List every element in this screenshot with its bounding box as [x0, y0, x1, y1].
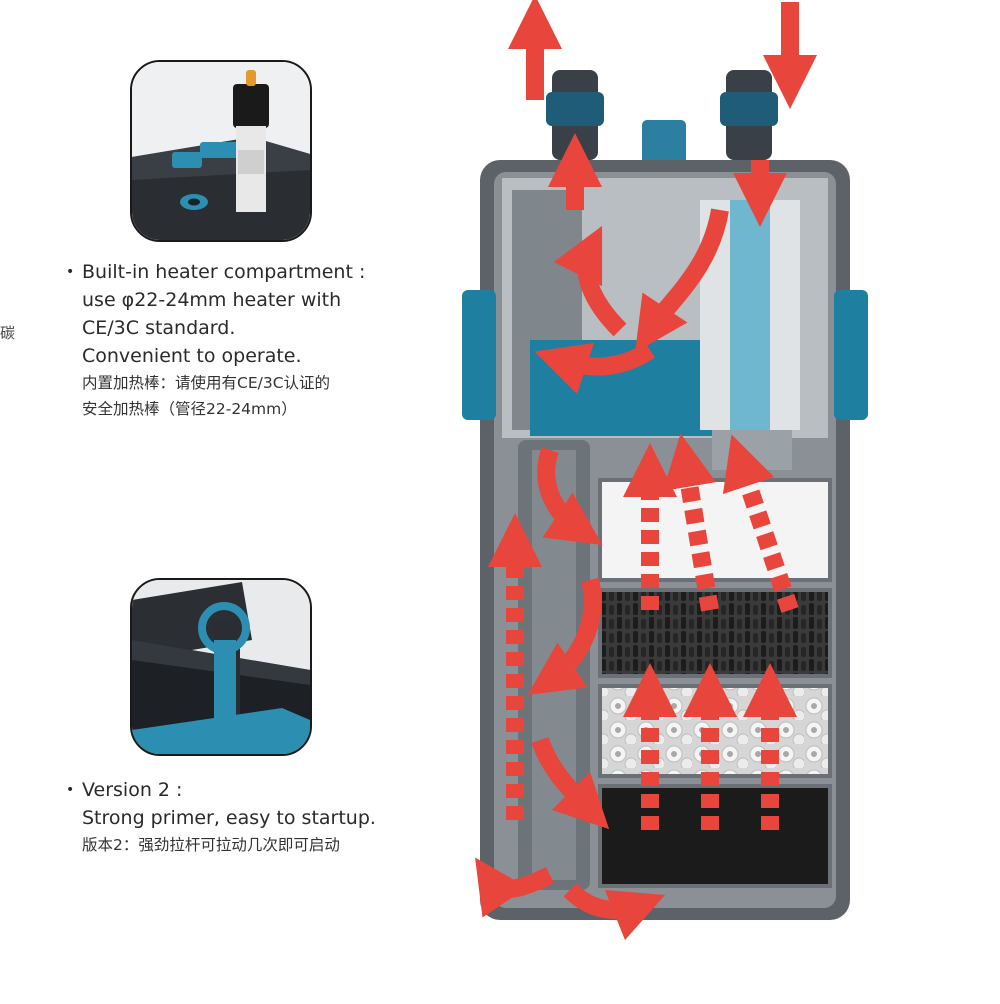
right-latch — [834, 290, 868, 420]
water-flow-arrows — [474, 0, 817, 941]
heater-line-1: Built-in heater compartment : — [82, 261, 366, 283]
heater-line-4: Convenient to operate. — [82, 345, 302, 367]
heater-line-3: CE/3C standard. — [82, 317, 236, 339]
primer-line-2: Strong primer, easy to startup. — [82, 807, 376, 829]
heater-line-2: use φ22-24mm heater with — [82, 289, 342, 311]
bullet-icon: • — [66, 264, 75, 280]
primer-handle — [642, 120, 686, 166]
bullet-icon: • — [66, 782, 75, 798]
edge-character: 碳 — [0, 324, 16, 342]
primer-inset-photo — [130, 578, 312, 756]
heater-feature-text: • Built-in heater compartment : use φ22-2… — [66, 258, 365, 422]
primer-line-1: Version 2 : — [82, 779, 183, 801]
primer-feature-text: • Version 2 : Strong primer, easy to star… — [66, 776, 376, 858]
sponge-tray — [598, 478, 832, 582]
heater-cn-line-1: 内置加热棒：请使用有CE/3C认证的 — [82, 374, 331, 392]
heater-cn-line-2: 安全加热棒（管径22-24mm） — [82, 400, 297, 418]
primer-cn-line-1: 版本2：强劲拉杆可拉动几次即可启动 — [82, 836, 340, 854]
canister-filter-cutaway — [440, 0, 900, 1000]
left-latch — [462, 290, 496, 420]
heater-inset-photo — [130, 60, 312, 242]
